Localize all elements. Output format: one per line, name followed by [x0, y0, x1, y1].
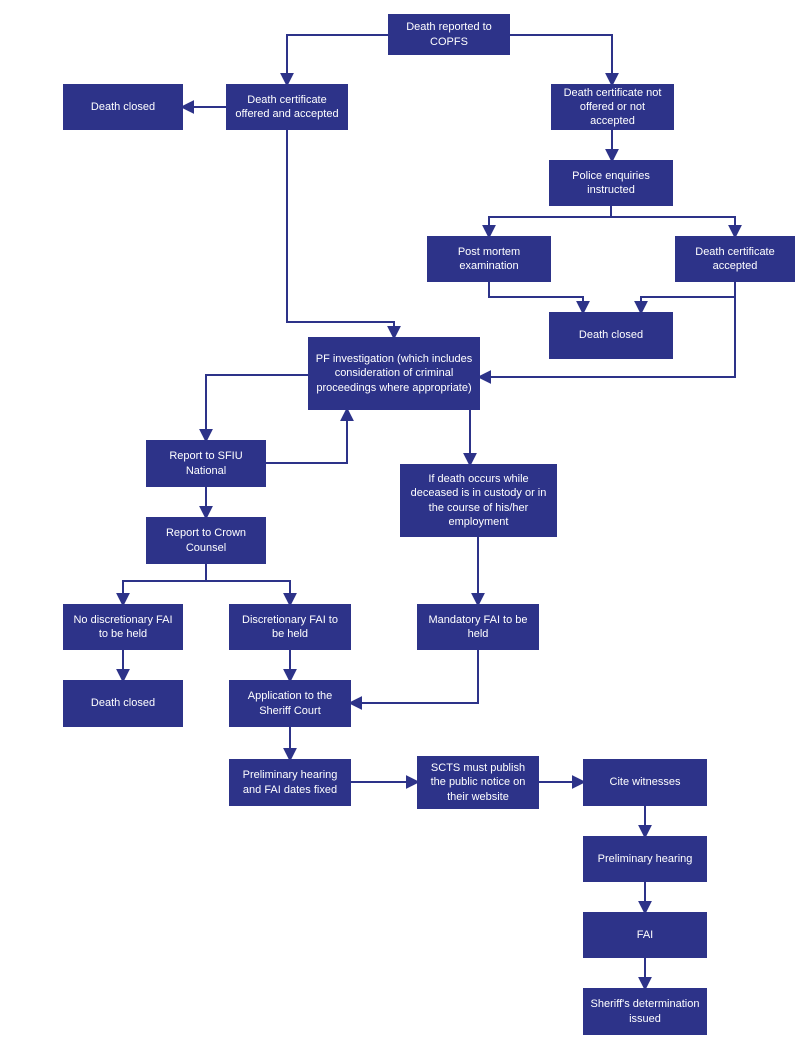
edge-pf-to-report-sfiu — [199, 374, 308, 443]
node-cert-offered: Death certificate offered and accepted — [226, 84, 348, 130]
node-report-sfiu: Report to SFIU National — [146, 440, 266, 487]
edge-reported-to-cert-offered — [280, 34, 388, 87]
node-prelim-hearing: Preliminary hearing — [583, 836, 707, 882]
node-scts-publish: SCTS must publish the public notice on t… — [417, 756, 539, 809]
edge-mandatory-to-application — [348, 650, 479, 710]
node-application-sheriff: Application to the Sheriff Court — [229, 680, 351, 727]
node-cert-accepted: Death certificate accepted — [675, 236, 795, 282]
edge-reported-to-cert-not-offered — [510, 34, 619, 87]
node-death-closed-top: Death closed — [63, 84, 183, 130]
edge-report-sfiu-to-pf — [266, 407, 354, 464]
node-cert-not-offered: Death certificate not offered or not acc… — [551, 84, 674, 130]
node-post-mortem: Post mortem examination — [427, 236, 551, 282]
edge-report-crown-to-no-discretionary — [116, 564, 207, 607]
node-sheriff-determination: Sheriff's determination issued — [583, 988, 707, 1035]
node-death-custody: If death occurs while deceased is in cus… — [400, 464, 557, 537]
edge-police-to-post-mortem — [482, 206, 612, 239]
node-death-closed-bottom: Death closed — [63, 680, 183, 727]
edge-report-crown-to-discretionary — [206, 580, 297, 607]
edge-police-to-cert-accepted — [611, 216, 742, 239]
node-police-enquiries: Police enquiries instructed — [549, 160, 673, 206]
node-report-crown: Report to Crown Counsel — [146, 517, 266, 564]
edge-cert-offered-to-pf-investigation — [286, 130, 401, 340]
node-death-reported: Death reported to COPFS — [388, 14, 510, 55]
edge-cert-accepted-to-death-closed — [634, 282, 736, 315]
node-discretionary-fai: Discretionary FAI to be held — [229, 604, 351, 650]
node-no-discretionary-fai: No discretionary FAI to be held — [63, 604, 183, 650]
node-prelim-dates: Preliminary hearing and FAI dates fixed — [229, 759, 351, 806]
node-cite-witnesses: Cite witnesses — [583, 759, 707, 806]
node-pf-investigation: PF investigation (which includes conside… — [308, 337, 480, 410]
edge-post-mortem-to-death-closed — [488, 282, 590, 315]
node-death-closed-mid: Death closed — [549, 312, 673, 359]
node-fai: FAI — [583, 912, 707, 958]
node-mandatory-fai: Mandatory FAI to be held — [417, 604, 539, 650]
